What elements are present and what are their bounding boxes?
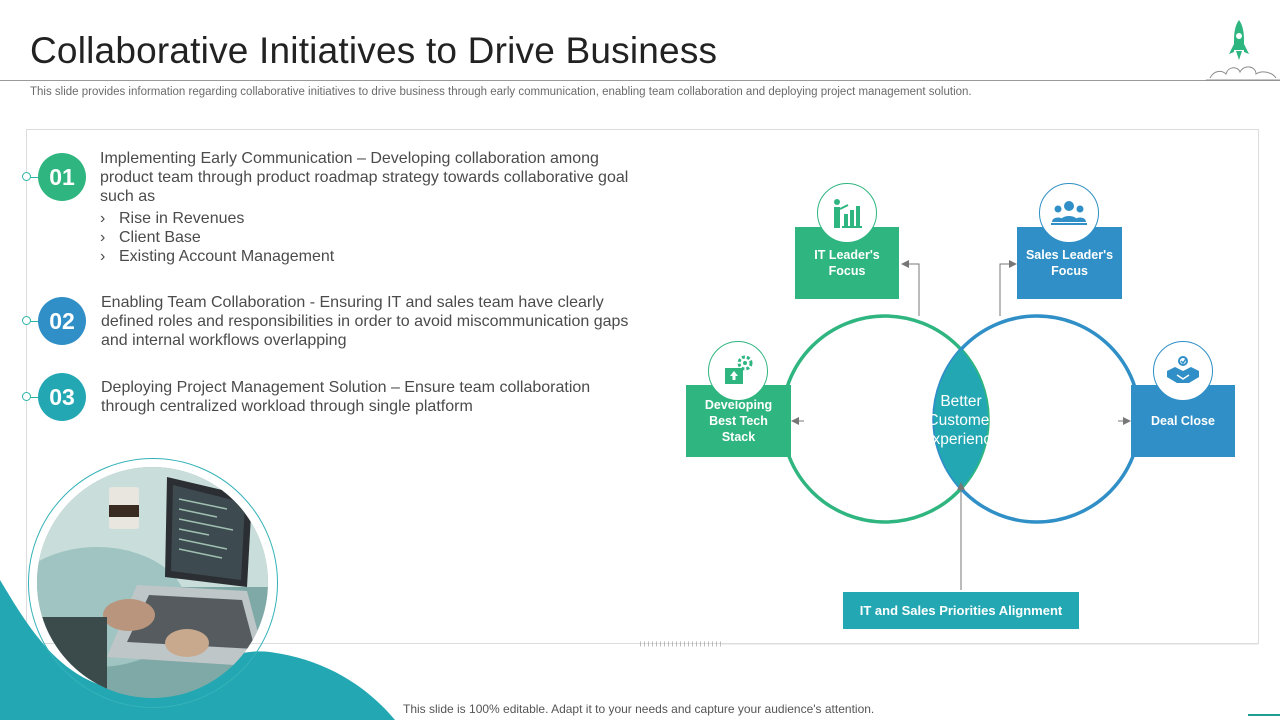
gear-upload-icon <box>708 341 768 401</box>
initiative-01: Implementing Early Communication – Devel… <box>100 149 640 266</box>
handshake-icon <box>1153 341 1213 401</box>
initiative-02-text: Enabling Team Collaboration - Ensuring I… <box>101 294 629 349</box>
laptop-photo <box>37 467 268 698</box>
item-connector <box>26 397 40 398</box>
number-badge-03: 03 <box>38 373 86 421</box>
initiative-03-text: Deploying Project Management Solution – … <box>101 379 591 415</box>
number-badge-02: 02 <box>38 297 86 345</box>
corner-accent <box>1248 714 1280 716</box>
number-badge-01: 01 <box>38 153 86 201</box>
page-title: Collaborative Initiatives to Drive Busin… <box>30 30 718 71</box>
box-tech-stack: Developing Best Tech Stack <box>686 385 791 457</box>
bullet-item: Existing Account Management <box>100 247 640 266</box>
title-divider <box>0 80 1280 81</box>
box-alignment: IT and Sales Priorities Alignment <box>843 592 1079 629</box>
bullet-item: Client Base <box>100 228 640 247</box>
center-label: Better Customer Experience <box>922 393 1000 448</box>
arrow-to-it-leader <box>901 260 920 316</box>
timeline-node <box>22 316 31 325</box>
item-connector <box>26 321 40 322</box>
timeline-node <box>22 392 31 401</box>
bullet-item: Rise in Revenues <box>100 209 640 228</box>
arrow-to-sales-leader <box>999 260 1017 316</box>
photo-ring <box>28 458 278 708</box>
team-group-icon <box>1039 183 1099 243</box>
page-subtitle: This slide provides information regardin… <box>30 86 972 98</box>
footer-note: This slide is 100% editable. Adapt it to… <box>403 702 875 716</box>
laptop-workspace-image <box>37 467 268 698</box>
initiative-01-bullets: Rise in Revenues Client Base Existing Ac… <box>100 209 640 266</box>
rocket-logo-icon <box>1206 20 1280 81</box>
item-connector <box>26 177 40 178</box>
initiative-01-text: Implementing Early Communication – Devel… <box>100 150 629 205</box>
timeline-node <box>22 172 31 181</box>
presenter-chart-icon <box>817 183 877 243</box>
content-panel <box>26 129 1259 644</box>
